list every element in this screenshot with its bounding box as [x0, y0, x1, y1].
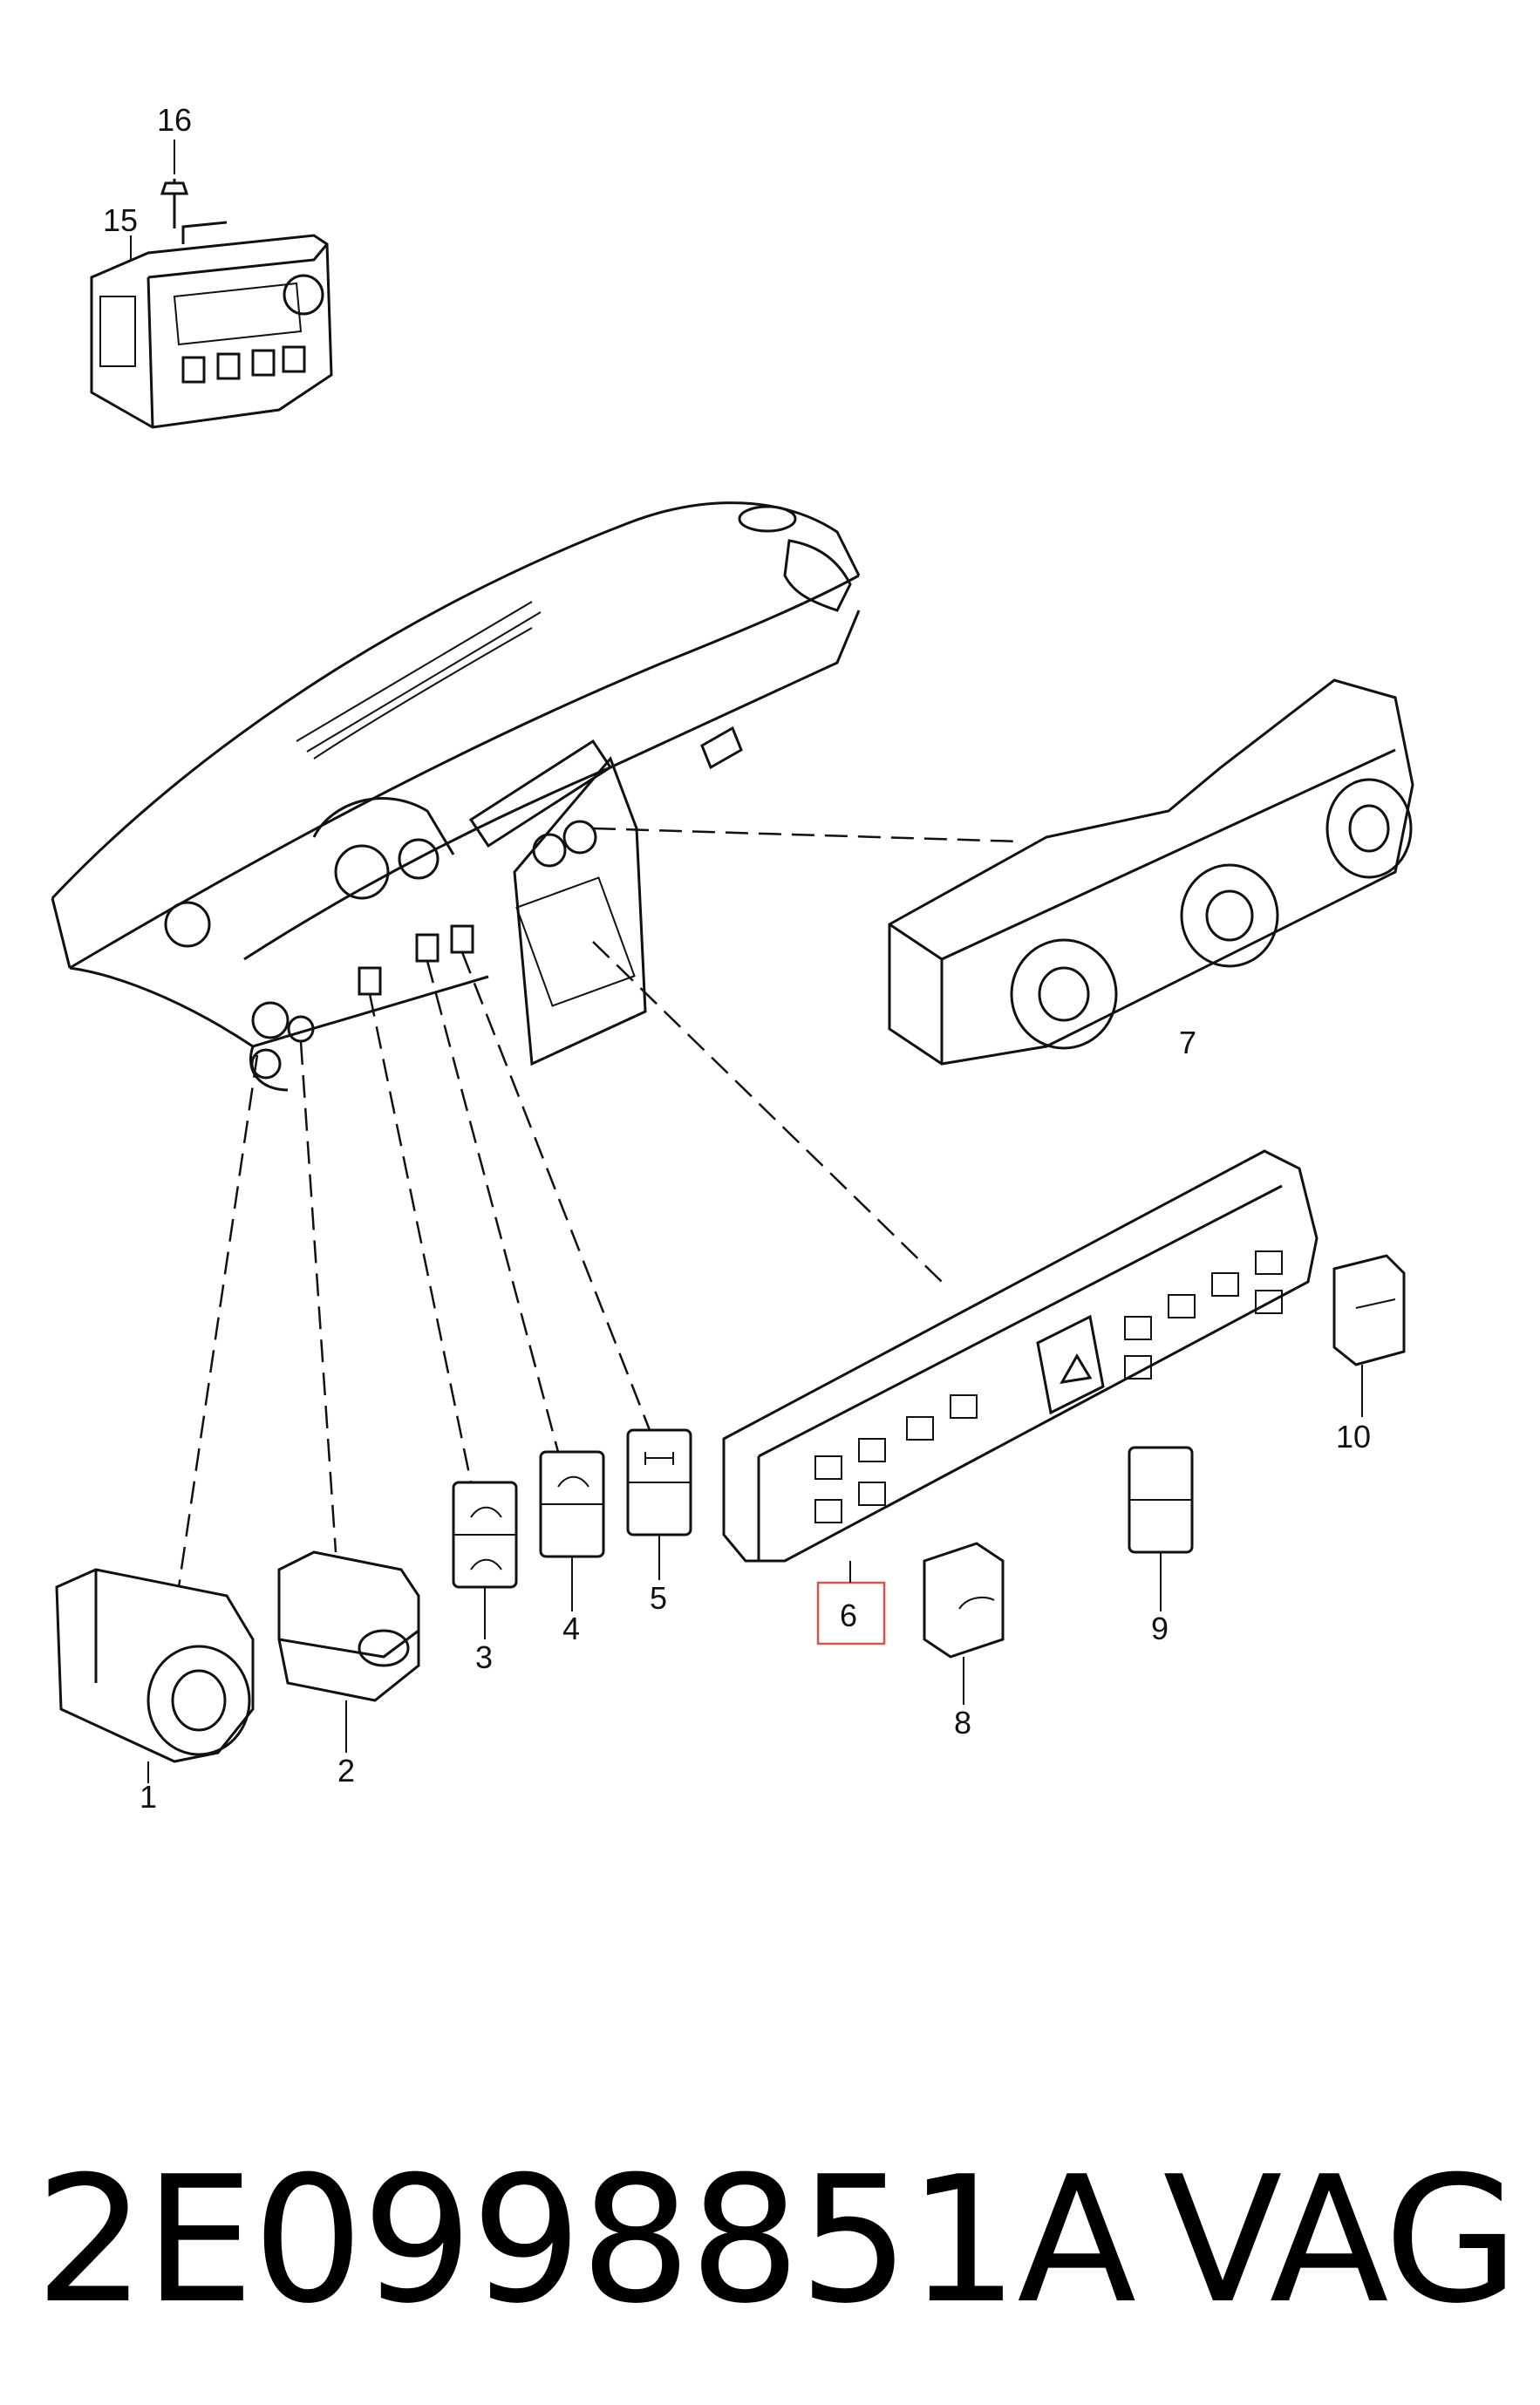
- dashboard: [51, 501, 861, 1092]
- part-4-switch: [539, 1450, 605, 1558]
- callout-15: 15: [103, 202, 138, 238]
- part-16-screw: [160, 179, 189, 228]
- callout-9: 9: [1151, 1611, 1169, 1646]
- callout-2: 2: [337, 1753, 355, 1788]
- exploded-parts-diagram: 16 15: [51, 102, 1414, 1815]
- callout-10: 10: [1336, 1419, 1371, 1455]
- part-9-blank: [1128, 1446, 1194, 1554]
- part-15-control-unit: [90, 221, 333, 429]
- callout-7: 7: [1179, 1025, 1196, 1060]
- callout-8: 8: [954, 1705, 971, 1741]
- part-8-cap: [923, 1542, 1005, 1659]
- callout-3: 3: [475, 1639, 493, 1675]
- part-2-dimmer: [277, 1550, 420, 1702]
- part-5-switch: [626, 1428, 692, 1536]
- leader-lines: [177, 827, 1021, 1588]
- part-1-light-switch: [55, 1568, 255, 1763]
- part-number: 2E0998851A: [35, 2139, 1136, 2342]
- part-number-footer: 2E0998851A VAG: [35, 2128, 1519, 2354]
- brand-label: VAG: [1162, 2139, 1519, 2342]
- callout-4: 4: [562, 1611, 580, 1646]
- callout-1: 1: [140, 1779, 157, 1815]
- callout-16: 16: [157, 102, 192, 138]
- part-10-cap: [1332, 1254, 1406, 1366]
- part-6-switch-panel: [722, 1149, 1319, 1563]
- part-7-climate-unit: [888, 678, 1414, 1066]
- callout-6: 6: [840, 1598, 857, 1633]
- part-3-switch: [452, 1481, 518, 1589]
- callout-5: 5: [650, 1580, 667, 1616]
